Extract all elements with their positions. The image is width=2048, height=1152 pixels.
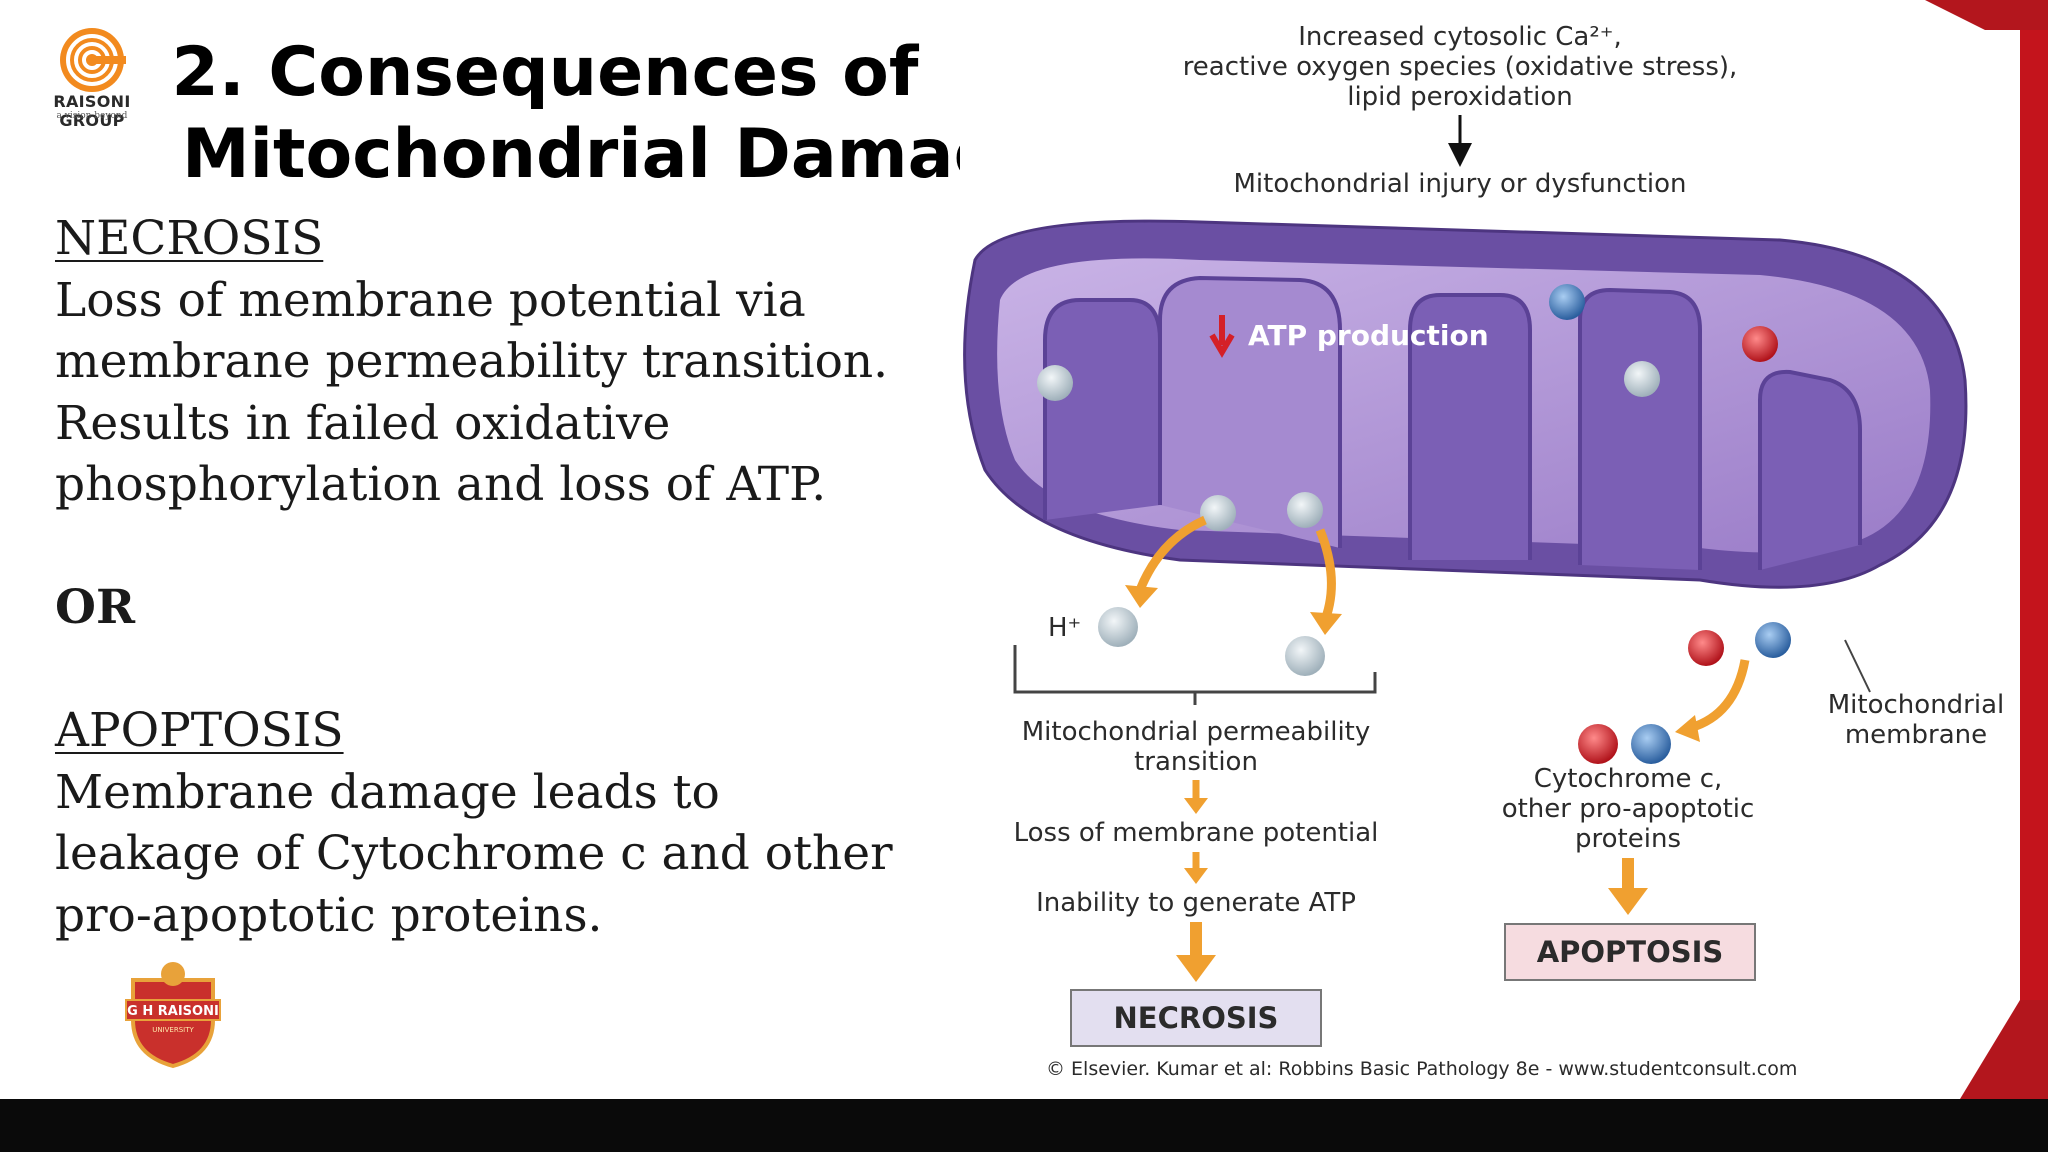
mpt-line-2: transition bbox=[1134, 747, 1258, 777]
red-corner-shape-right bbox=[2020, 30, 2048, 1099]
title-line-2: Mitochondrial Damage bbox=[182, 115, 960, 194]
membrane-line-2: membrane bbox=[1845, 720, 1987, 750]
cause-line-2: reactive oxygen species (oxidative stres… bbox=[1183, 52, 1738, 82]
spiral-logo-icon bbox=[60, 28, 126, 92]
grey-particle bbox=[1200, 495, 1236, 531]
body-text: NECROSIS Loss of membrane potential via … bbox=[55, 208, 955, 946]
grey-particle bbox=[1287, 492, 1323, 528]
apoptosis-box bbox=[1504, 923, 1756, 981]
grey-particle bbox=[1098, 607, 1138, 647]
red-particle bbox=[1742, 326, 1778, 362]
logo-tagline: a vision beyond bbox=[56, 111, 128, 121]
crest-name: G H RAISONI bbox=[127, 1004, 219, 1019]
red-corner-shape-top bbox=[1925, 0, 2048, 30]
apoptosis-line-2: leakage of Cytochrome c and other bbox=[55, 826, 893, 881]
apoptosis-box-label: APOPTOSIS bbox=[1537, 935, 1724, 969]
inability-atp-label: Inability to generate ATP bbox=[1036, 888, 1356, 918]
loss-potential-label: Loss of membrane potential bbox=[1014, 818, 1379, 848]
red-corner-shape-bottom bbox=[1960, 1000, 2048, 1099]
necrosis-line-2: membrane permeability transition. bbox=[55, 334, 889, 389]
necrosis-line-1: Loss of membrane potential via bbox=[55, 272, 806, 328]
page-title: 2. Consequences of Mitochondrial Damage bbox=[130, 32, 960, 196]
grey-particle bbox=[1037, 365, 1073, 401]
necrosis-line-4: phosphorylation and loss of ATP. bbox=[55, 457, 827, 512]
cyto-line-2: other pro-apoptotic bbox=[1502, 794, 1755, 824]
red-particle bbox=[1688, 630, 1724, 666]
necrosis-box bbox=[1070, 989, 1322, 1047]
cause-line-1: Increased cytosolic Ca²⁺, bbox=[1298, 22, 1622, 52]
cause-line-3: lipid peroxidation bbox=[1347, 82, 1573, 112]
orange-arrow bbox=[1688, 659, 1750, 733]
necrosis-heading: NECROSIS bbox=[55, 211, 324, 266]
spacer bbox=[55, 639, 955, 701]
bottom-bar bbox=[0, 1099, 2048, 1152]
red-particle bbox=[1578, 724, 1618, 764]
h-plus-label: H⁺ bbox=[1048, 613, 1081, 643]
membrane-pointer bbox=[1844, 639, 1871, 693]
necrosis-box-label: NECROSIS bbox=[1114, 1001, 1279, 1035]
apoptosis-line-3: pro-apoptotic proteins. bbox=[55, 887, 603, 943]
cyto-line-3: proteins bbox=[1575, 824, 1681, 854]
crest-sub: UNIVERSITY bbox=[152, 1026, 194, 1034]
spacer bbox=[55, 516, 955, 578]
apoptosis-heading: APOPTOSIS bbox=[55, 703, 344, 758]
orange-arrow bbox=[1315, 528, 1336, 622]
grey-particle bbox=[1285, 636, 1325, 676]
membrane-line-1: Mitochondrial bbox=[1828, 690, 2005, 720]
cyto-line-1: Cytochrome c, bbox=[1534, 764, 1723, 794]
orange-arrow bbox=[1135, 515, 1207, 592]
figure-credit: © Elsevier. Kumar et al: Robbins Basic P… bbox=[1046, 1058, 1797, 1080]
mpt-line-1: Mitochondrial permeability bbox=[1022, 717, 1371, 747]
mitochondria-diagram: Increased cytosolic Ca²⁺, reactive oxyge… bbox=[963, 22, 2005, 1080]
necrosis-line-3: Results in failed oxidative bbox=[55, 395, 671, 451]
injury-label: Mitochondrial injury or dysfunction bbox=[1233, 169, 1686, 199]
blue-particle bbox=[1549, 284, 1585, 320]
down-red-arrow-icon bbox=[1209, 315, 1235, 358]
atp-label: ATP production bbox=[1248, 319, 1489, 352]
grey-particle bbox=[1624, 361, 1660, 397]
orange-down-arrow bbox=[1184, 868, 1208, 884]
raisoni-group-logo: RAISONI GROUP a vision beyond bbox=[18, 26, 166, 130]
blue-particle bbox=[1631, 724, 1671, 764]
logo-name: RAISONI GROUP bbox=[53, 92, 131, 130]
blue-particle bbox=[1755, 622, 1791, 658]
orange-down-arrow bbox=[1184, 798, 1208, 814]
mitochondrion bbox=[963, 219, 1968, 589]
orange-down-arrow bbox=[1608, 888, 1648, 915]
gh-raisoni-university-logo: G H RAISONI UNIVERSITY bbox=[125, 962, 221, 1069]
or-label: OR bbox=[55, 580, 136, 635]
orange-down-arrow bbox=[1176, 955, 1216, 982]
title-line-1: 2. Consequences of bbox=[171, 33, 919, 112]
apoptosis-line-1: Membrane damage leads to bbox=[55, 764, 720, 820]
